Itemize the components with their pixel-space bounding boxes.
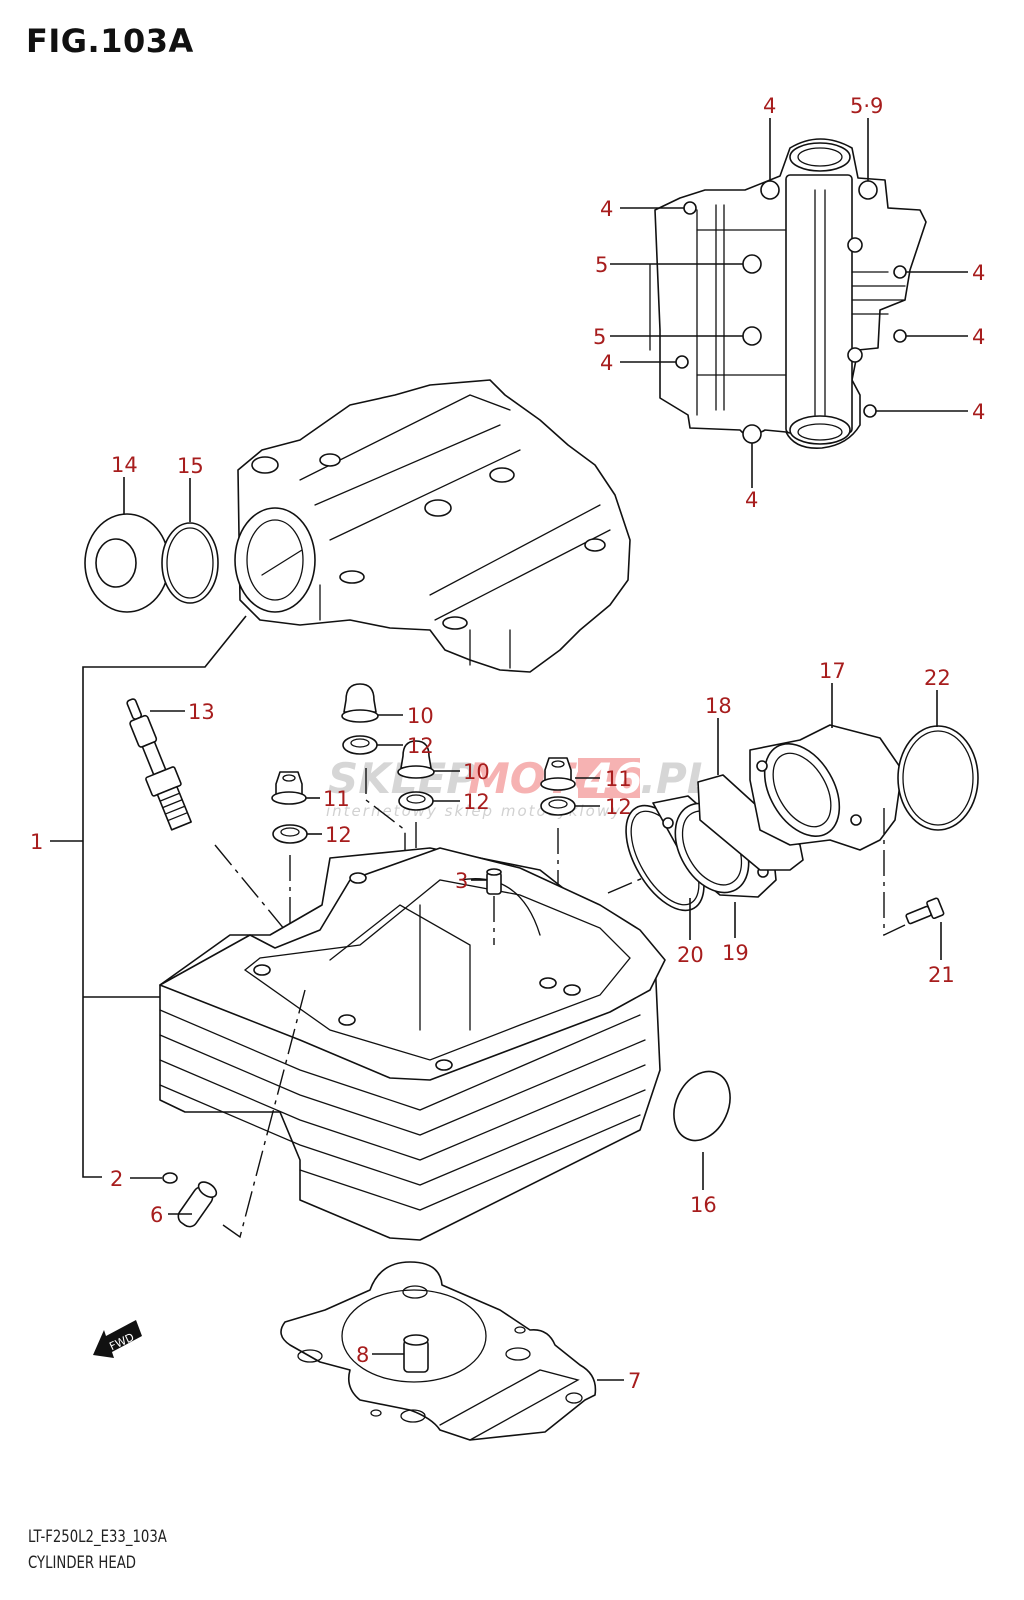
part-7-gasket: [280, 1261, 624, 1441]
callout-12-d: 12: [605, 795, 632, 819]
callout-7: 7: [628, 1369, 641, 1393]
cylinder-head-cover: [234, 379, 631, 673]
callout-18: 18: [705, 694, 732, 718]
callout-8: 8: [356, 1343, 369, 1367]
callout-5-9: 5·9: [850, 94, 883, 118]
part-13-spark-plug: [126, 698, 286, 931]
part-14-cap: [84, 477, 170, 613]
callout-22: 22: [924, 666, 951, 690]
bolt-holes: [675, 180, 907, 444]
callout-3: 3: [455, 869, 468, 893]
part-10-cap-nut-a: [341, 683, 403, 723]
fwd-arrow-icon: FWD: [93, 1320, 142, 1358]
callout-6: 6: [150, 1203, 163, 1227]
callout-12-c: 12: [325, 823, 352, 847]
part-21-bolt: [883, 808, 945, 960]
callout-11-b: 11: [605, 767, 632, 791]
part-10-cap-nut-b: [397, 740, 460, 779]
callout-5-upper: 5: [595, 253, 608, 277]
callout-4-left-upper: 4: [600, 197, 613, 221]
part-1-cylinder-head: [159, 847, 666, 1241]
callout-11-a: 11: [323, 787, 350, 811]
assembly-bracket-1: [50, 615, 247, 1178]
callout-20: 20: [677, 943, 704, 967]
callout-12-a: 12: [407, 734, 434, 758]
part-8-dowel-pin: [372, 1334, 429, 1373]
callout-2: 2: [110, 1167, 123, 1191]
callout-4-left-lower: 4: [600, 351, 613, 375]
cylinder-head-cover-top-view: [610, 118, 968, 488]
part-18-insulator: [697, 718, 804, 871]
part-11-nut-a: [271, 771, 320, 805]
callout-17: 17: [819, 659, 846, 683]
part-15-o-ring: [161, 478, 219, 604]
figure-title: FIG.103A: [26, 22, 194, 60]
figure-code: LT-F250L2_E33_103A: [28, 1527, 167, 1547]
figure-name: CYLINDER HEAD: [28, 1553, 136, 1573]
callout-4-bottom: 4: [745, 488, 758, 512]
callout-labels: 1 2 3 4 4 4 4 4 4 4 5 5 5·9 6 7 8 10 10 …: [30, 94, 985, 1393]
part-16-plug: [673, 1070, 731, 1190]
callout-4-right-3: 4: [972, 400, 985, 424]
callout-10-b: 10: [463, 760, 490, 784]
part-2-clip: [130, 1172, 178, 1184]
callout-4-right-2: 4: [972, 325, 985, 349]
part-6-dowel-pin: [168, 989, 306, 1239]
callout-16: 16: [690, 1193, 717, 1217]
part-12-washer-d: [540, 796, 600, 980]
part-22-clamp: [897, 690, 979, 831]
part-11-nut-b: [540, 757, 600, 791]
callout-13: 13: [188, 700, 215, 724]
part-17-intake-pipe: [749, 683, 903, 851]
intake-assembly: [607, 683, 979, 960]
part-3-pin: [471, 868, 502, 945]
callout-4-top: 4: [763, 94, 776, 118]
callout-10-a: 10: [407, 704, 434, 728]
callout-12-b: 12: [463, 790, 490, 814]
callout-14: 14: [111, 453, 138, 477]
callout-21: 21: [928, 963, 955, 987]
callout-5-lower: 5: [593, 325, 606, 349]
callout-4-right-1: 4: [972, 261, 985, 285]
callout-1: 1: [30, 830, 43, 854]
callout-15: 15: [177, 454, 204, 478]
callout-19: 19: [722, 941, 749, 965]
